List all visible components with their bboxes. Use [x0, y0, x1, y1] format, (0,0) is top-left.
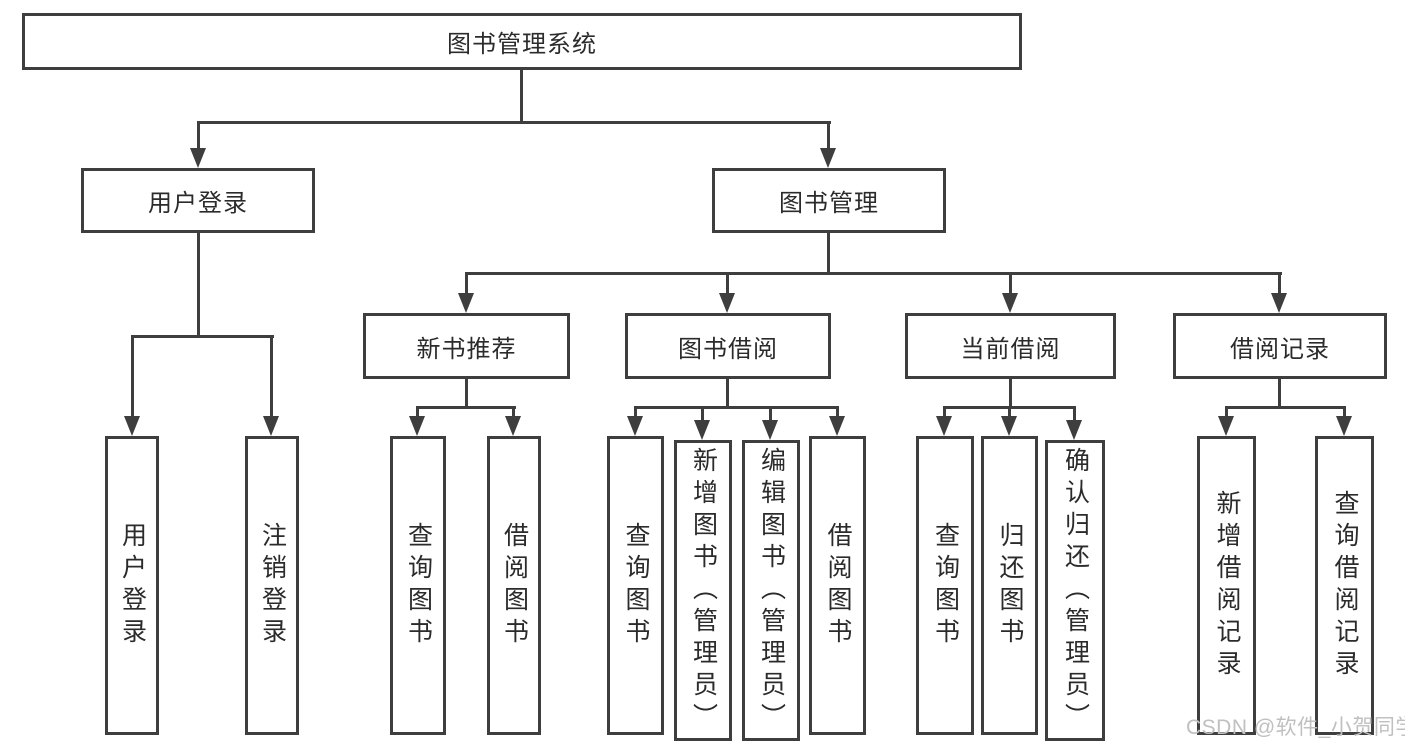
leaf-query-borrow-record-label: 查询借阅记录 — [1331, 489, 1359, 682]
connector-to-leaf-query-books-recommend — [416, 406, 419, 416]
node-current-borrow: 当前借阅 — [905, 313, 1116, 379]
connector-to-leaf-query-books-current — [943, 406, 946, 416]
connector-to-leaf-query-books-borrow — [634, 406, 637, 416]
connector-user-login-stem — [197, 233, 200, 335]
leaf-query-books-recommend-label: 查询图书 — [404, 521, 433, 650]
connector-to-borrow-records — [1278, 272, 1281, 293]
arrowhead-down-icon — [458, 293, 474, 313]
arrowhead-down-icon — [627, 416, 643, 436]
node-new-book-recommend: 新书推荐 — [363, 313, 570, 379]
node-user-login: 用户登录 — [81, 168, 315, 233]
arrowhead-down-icon — [1218, 416, 1234, 436]
leaf-borrow-books-label: 借阅图书 — [824, 521, 852, 650]
connector-to-leaf-borrow-books-recommend — [512, 406, 515, 416]
node-current-borrow-label: 当前借阅 — [960, 335, 1061, 363]
leaf-edit-books-admin: 编辑图书（管理员） — [742, 440, 800, 741]
arrowhead-down-icon — [936, 416, 952, 436]
connector-to-leaf-edit-books-admin — [769, 406, 772, 420]
connector-to-leaf-logout — [270, 335, 273, 416]
leaf-add-books-admin: 新增图书（管理员） — [674, 440, 732, 741]
arrowhead-down-icon — [719, 293, 735, 313]
arrowhead-down-icon — [1066, 420, 1082, 440]
arrowhead-down-icon — [505, 416, 521, 436]
leaf-add-borrow-record-label: 新增借阅记录 — [1213, 489, 1241, 682]
connector-to-current-borrow — [1009, 272, 1012, 293]
leaf-query-books-current: 查询图书 — [916, 436, 974, 735]
connector-root-stem — [520, 70, 523, 121]
leaf-user-login-label: 用户登录 — [118, 521, 147, 650]
connector-book-management-stem — [827, 233, 830, 272]
leaf-return-books: 归还图书 — [981, 436, 1038, 735]
arrowhead-down-icon — [1271, 293, 1287, 313]
connector-to-user-login — [197, 121, 200, 148]
connector-book-borrow-stem — [726, 379, 729, 406]
arrowhead-down-icon — [263, 416, 279, 436]
arrowhead-down-icon — [124, 416, 140, 436]
node-new-book-recommend-label: 新书推荐 — [416, 335, 517, 363]
connector-to-book-management — [827, 121, 830, 148]
leaf-return-books-label: 归还图书 — [996, 521, 1024, 650]
leaf-add-borrow-record: 新增借阅记录 — [1197, 436, 1256, 735]
leaf-query-books-recommend: 查询图书 — [390, 436, 446, 735]
node-book-management: 图书管理 — [712, 168, 946, 233]
arrowhead-down-icon — [190, 148, 206, 168]
connector-new-book-recommend-rail — [416, 406, 516, 409]
leaf-edit-books-admin-label: 编辑图书（管理员） — [757, 446, 786, 735]
node-book-management-label: 图书管理 — [779, 190, 879, 217]
leaf-borrow-books: 借阅图书 — [809, 436, 866, 735]
node-root-label: 图书管理系统 — [447, 31, 597, 58]
connector-root-rail — [197, 121, 831, 124]
connector-to-leaf-query-borrow-record — [1343, 406, 1346, 416]
connector-to-new-book-recommend — [465, 272, 468, 293]
connector-to-leaf-user-login — [131, 335, 134, 416]
leaf-query-borrow-record: 查询借阅记录 — [1315, 436, 1374, 735]
leaf-query-books-borrow-label: 查询图书 — [622, 521, 650, 650]
node-book-borrow-label: 图书借阅 — [678, 335, 778, 363]
node-user-login-label: 用户登录 — [148, 190, 248, 217]
arrowhead-down-icon — [409, 416, 425, 436]
connector-to-book-borrow — [726, 272, 729, 293]
node-borrow-records-label: 借阅记录 — [1230, 335, 1330, 363]
connector-to-leaf-borrow-books — [836, 406, 839, 416]
leaf-add-books-admin-label: 新增图书（管理员） — [689, 446, 718, 735]
node-book-borrow: 图书借阅 — [625, 313, 831, 379]
arrowhead-down-icon — [1336, 416, 1352, 436]
leaf-confirm-return-admin-label: 确认归还（管理员） — [1061, 446, 1090, 735]
connector-new-book-recommend-stem — [465, 379, 468, 406]
leaf-logout-label: 注销登录 — [258, 521, 287, 650]
arrowhead-down-icon — [694, 420, 710, 440]
leaf-borrow-books-recommend-label: 借阅图书 — [500, 521, 529, 650]
connector-to-leaf-add-books-admin — [701, 406, 704, 420]
leaf-query-books-current-label: 查询图书 — [931, 521, 960, 650]
node-borrow-records: 借阅记录 — [1173, 313, 1387, 379]
connector-to-leaf-add-borrow-record — [1225, 406, 1228, 416]
connector-user-login-rail — [131, 335, 274, 338]
arrowhead-down-icon — [829, 416, 845, 436]
connector-borrow-records-rail — [1225, 406, 1346, 409]
leaf-query-books-borrow: 查询图书 — [607, 436, 664, 735]
csdn-watermark: CSDN @软件_小贺同学 — [1186, 716, 1405, 739]
arrowhead-down-icon — [1001, 416, 1017, 436]
connector-book-management-rail — [465, 272, 1282, 275]
connector-current-borrow-stem — [1009, 379, 1012, 406]
leaf-borrow-books-recommend: 借阅图书 — [487, 436, 541, 735]
leaf-logout: 注销登录 — [245, 436, 299, 735]
arrowhead-down-icon — [1002, 293, 1018, 313]
arrowhead-down-icon — [820, 148, 836, 168]
node-root: 图书管理系统 — [22, 13, 1022, 70]
connector-to-leaf-return-books — [1008, 406, 1011, 416]
connector-book-borrow-rail — [634, 406, 838, 409]
leaf-confirm-return-admin: 确认归还（管理员） — [1045, 440, 1105, 741]
arrowhead-down-icon — [762, 420, 778, 440]
connector-to-leaf-confirm-return-admin — [1073, 406, 1076, 420]
connector-borrow-records-stem — [1278, 379, 1281, 406]
leaf-user-login: 用户登录 — [105, 436, 159, 735]
